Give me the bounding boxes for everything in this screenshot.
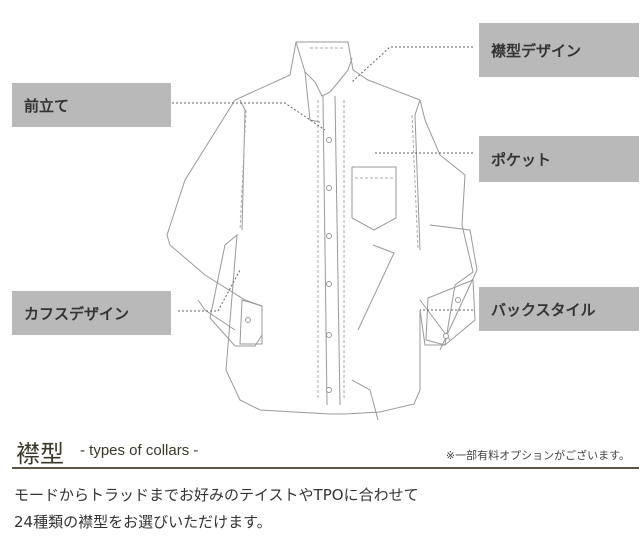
divider — [12, 467, 639, 469]
label-cuff-design[interactable]: カフスデザイン — [12, 291, 171, 335]
leader-placket — [172, 102, 326, 131]
label-pocket[interactable]: ポケット — [479, 136, 639, 182]
leader-collar — [351, 46, 473, 83]
shirt-outline — [166, 41, 478, 420]
section-title: 襟型 — [16, 440, 64, 468]
leader-cuff — [178, 269, 241, 312]
shirt-illustration — [166, 41, 478, 420]
label-placket[interactable]: 前立て — [12, 83, 171, 127]
section-subtitle: - types of collars - — [80, 442, 199, 459]
option-note: ※一部有料オプションがございます。 — [445, 449, 630, 462]
description-line-2: 24種類の襟型をお選びいただけます。 — [14, 513, 272, 531]
stitch-lines — [239, 47, 419, 400]
description-line-1: モードからトラッドまでお好みのテイストやTPOに合わせて — [14, 486, 419, 504]
buttons — [245, 137, 461, 393]
label-back-style[interactable]: バックスタイル — [479, 287, 639, 331]
leader-lines — [172, 46, 473, 312]
label-collar-design[interactable]: 襟型デザイン — [479, 23, 639, 77]
